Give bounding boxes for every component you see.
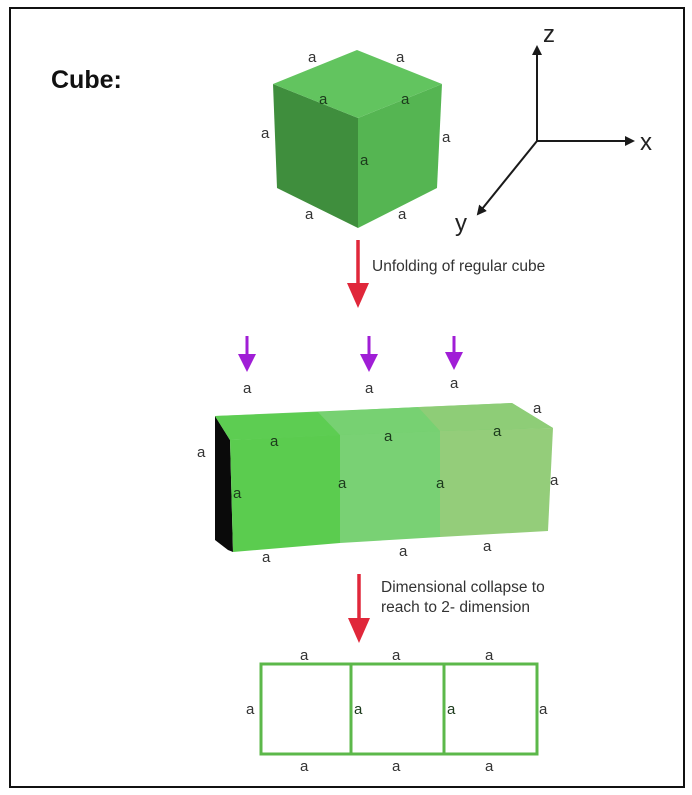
prism-edge-label: a [493,423,502,440]
unfolded-prism [215,403,553,552]
cube-edge-label: a [398,206,407,223]
purple-arrow [238,336,256,372]
y-axis-label: y [455,210,467,237]
net-edge-labels: a a a a a a a a a a [246,647,548,775]
prism-top-label: a [450,375,459,392]
net-edge-label: a [392,647,401,664]
prism-edge-labels: a a a a a a a a a a a a [197,400,559,566]
collapse-caption-line-2: reach to 2- dimension [381,599,530,616]
z-axis-label: z [543,21,555,48]
net-edge-label: a [300,758,309,775]
net-edge-label: a [539,701,548,718]
prism-top-seg-3 [418,403,553,431]
coordinate-axes: z x y [455,21,652,237]
red-arrow-head [347,283,369,308]
cube-right-face [358,84,442,228]
cube-top-face [273,50,442,118]
net-edge-label: a [246,701,255,718]
cube-edge-label: a [305,206,314,223]
prism-top-label: a [365,380,374,397]
cube-left-face [273,84,358,228]
net-edge-label: a [485,758,494,775]
diagram-frame [9,7,685,788]
prism-edge-label: a [399,543,408,560]
net-edge-label: a [392,758,401,775]
prism-edge-label: a [233,485,242,502]
unfold-step: Unfolding of regular cube [347,240,545,308]
cube-edge-labels: a a a a a a a a a [261,49,451,223]
purple-arrows: a a a [238,336,463,397]
prism-edge-label: a [436,475,445,492]
cube-edge-label: a [396,49,405,66]
prism-edge-label: a [197,444,206,461]
purple-arrow [445,336,463,370]
prism-face-3 [440,428,553,537]
prism-edge-label: a [270,433,279,450]
cube-edge-label: a [442,129,451,146]
purple-arrow [360,336,378,372]
prism-top-label: a [243,380,252,397]
net-square-1 [259,662,353,756]
prism-edge-label: a [550,472,559,489]
cube-edge-label: a [401,91,410,108]
x-axis-label: x [640,129,652,156]
cube-3d [273,50,442,228]
prism-edge-label: a [338,475,347,492]
net-square-3 [442,662,539,756]
net-edge-label: a [354,701,363,718]
cube-edge-label: a [261,125,270,142]
prism-face-2 [340,431,440,543]
red-arrow-head [348,618,370,643]
cube-edge-label: a [308,49,317,66]
prism-face-1 [230,435,340,552]
net-square-2 [349,662,446,756]
diagram-title: Cube: [51,66,122,94]
prism-edge-label: a [384,428,393,445]
collapse-step: Dimensional collapse to reach to 2- dime… [348,574,545,643]
y-axis [476,140,538,216]
collapse-caption-line-1: Dimensional collapse to [381,579,545,596]
net-edge-label: a [300,647,309,664]
net-edge-label: a [485,647,494,664]
cube-edge-label: a [319,91,328,108]
flat-net [259,662,539,756]
prism-end-face [215,416,233,552]
prism-edge-label: a [262,549,271,566]
unfold-caption: Unfolding of regular cube [372,258,545,275]
prism-edge-label: a [533,400,542,417]
cube-edge-label: a [360,152,369,169]
prism-top-seg-1 [215,412,340,440]
prism-edge-label: a [483,538,492,555]
net-edge-label: a [447,701,456,718]
prism-top-seg-2 [318,407,440,435]
